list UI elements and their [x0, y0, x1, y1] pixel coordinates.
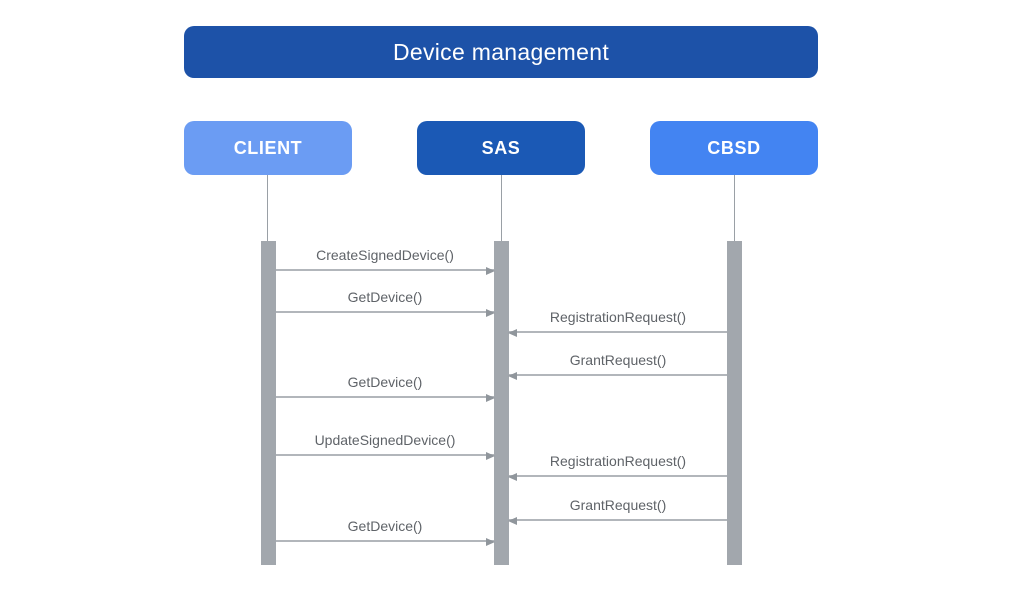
lifeline-client: [267, 175, 268, 241]
message-label: RegistrationRequest(): [549, 309, 687, 325]
message-getdevice: GetDevice(): [276, 287, 495, 317]
arrowhead-icon: [486, 394, 495, 402]
arrowhead-icon: [508, 329, 517, 337]
message-registrationrequest: RegistrationRequest(): [508, 307, 727, 337]
arrowhead-icon: [486, 309, 495, 317]
message-arrow-line: [276, 269, 494, 271]
activation-bar-cbsd: [727, 241, 742, 565]
arrowhead-icon: [508, 473, 517, 481]
message-getdevice: GetDevice(): [276, 372, 495, 402]
activation-bar-client: [261, 241, 276, 565]
arrowhead-icon: [508, 372, 517, 380]
actor-sas-label: SAS: [481, 137, 521, 158]
lifeline-sas: [501, 175, 502, 241]
message-updatesigneddevice: UpdateSignedDevice(): [276, 430, 495, 460]
lifeline-cbsd: [734, 175, 735, 241]
message-getdevice: GetDevice(): [276, 516, 495, 546]
arrowhead-icon: [486, 267, 495, 275]
message-label: CreateSignedDevice(): [316, 247, 454, 263]
message-arrow-line: [509, 374, 727, 376]
message-arrow-line: [509, 519, 727, 521]
message-createsigneddevice: CreateSignedDevice(): [276, 245, 495, 275]
arrowhead-icon: [486, 538, 495, 546]
message-registrationrequest: RegistrationRequest(): [508, 451, 727, 481]
activation-bar-sas: [494, 241, 509, 565]
message-label: RegistrationRequest(): [549, 453, 687, 469]
arrowhead-icon: [508, 517, 517, 525]
actor-sas: SAS: [417, 121, 585, 175]
message-label: GetDevice(): [347, 518, 423, 534]
message-label: GrantRequest(): [569, 497, 667, 513]
message-arrow-line: [509, 331, 727, 333]
message-arrow-line: [276, 311, 494, 313]
actor-client-label: CLIENT: [233, 137, 303, 158]
message-arrow-line: [276, 540, 494, 542]
message-grantrequest: GrantRequest(): [508, 350, 727, 380]
diagram-title-banner: Device management: [184, 26, 818, 78]
message-label: GrantRequest(): [569, 352, 667, 368]
diagram-title: Device management: [392, 38, 610, 65]
message-label: GetDevice(): [347, 289, 423, 305]
actor-cbsd: CBSD: [650, 121, 818, 175]
message-arrow-line: [276, 454, 494, 456]
message-arrow-line: [509, 475, 727, 477]
message-arrow-line: [276, 396, 494, 398]
actor-client: CLIENT: [184, 121, 352, 175]
message-grantrequest: GrantRequest(): [508, 495, 727, 525]
actor-cbsd-label: CBSD: [707, 137, 761, 158]
arrowhead-icon: [486, 452, 495, 460]
message-label: GetDevice(): [347, 374, 423, 390]
message-label: UpdateSignedDevice(): [314, 432, 456, 448]
